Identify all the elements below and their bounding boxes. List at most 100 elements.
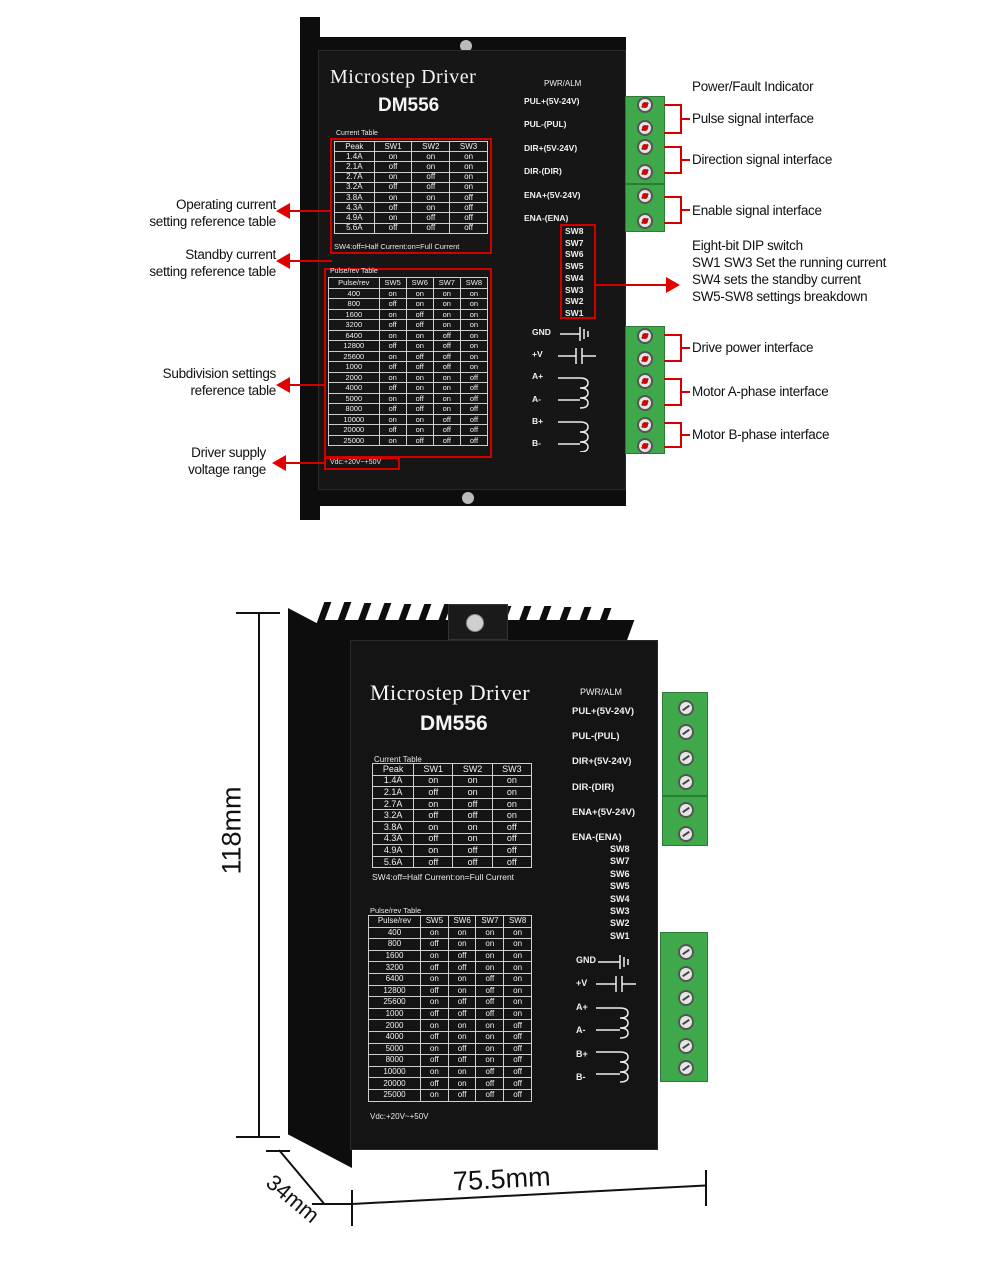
bottom-pulse-table-header-cell: SW8 bbox=[503, 915, 532, 928]
bottom-power-pin-label: B- bbox=[576, 1072, 586, 1082]
bottom-current-table-cell: on bbox=[491, 809, 533, 822]
callout-operating-current-line bbox=[288, 210, 332, 212]
top-terminal-marker-icon bbox=[642, 169, 648, 175]
bottom-current-table-header-cell: SW2 bbox=[452, 763, 493, 776]
bottom-device-model: DM556 bbox=[420, 712, 488, 735]
bottom-pulse-table-cell: on bbox=[419, 996, 449, 1009]
bottom-pulse-table-cell: off bbox=[419, 984, 449, 998]
bottom-pulse-table-header-cell: SW7 bbox=[475, 915, 505, 928]
top-pulse-table-cell: on bbox=[432, 382, 461, 394]
bottom-current-table-cell: on bbox=[491, 797, 533, 811]
top-power-terminal-block bbox=[625, 326, 665, 454]
top-pulse-table-cell: off bbox=[378, 361, 407, 373]
top-pulse-table-cell: 400 bbox=[328, 287, 380, 299]
bottom-pulse-table-cell: off bbox=[475, 972, 505, 986]
top-current-table-cell: 2.7A bbox=[334, 171, 375, 183]
top-current-table-cell: 4.3A bbox=[334, 202, 375, 214]
bottom-pulse-table-cell: 3200 bbox=[368, 961, 421, 974]
bottom-terminal-screw-icon bbox=[678, 1060, 694, 1076]
bottom-current-table-cell: 3.2A bbox=[371, 809, 415, 822]
top-pulse-table-cell: 800 bbox=[328, 298, 380, 310]
top-current-table-box bbox=[330, 138, 492, 254]
top-power-pin-label: A- bbox=[532, 393, 541, 404]
top-pulse-table-cell: 12800 bbox=[328, 340, 380, 352]
top-pulse-table-cell: on bbox=[378, 392, 407, 404]
bottom-pulse-table-cell: off bbox=[503, 1054, 532, 1067]
bottom-current-table-cell: on bbox=[491, 774, 533, 788]
bottom-pulse-table-cell: off bbox=[503, 1030, 532, 1044]
top-pulse-table-cell: off bbox=[432, 340, 461, 352]
top-pulse-table-cell: off bbox=[432, 361, 461, 373]
top-power-pin-label: +V bbox=[532, 349, 543, 360]
top-pulse-table-cell: off bbox=[405, 350, 434, 362]
bottom-dip-switch-label: SW7 bbox=[610, 856, 630, 867]
callout-pulse-signal: Pulse signal interface bbox=[692, 111, 814, 126]
top-pulse-table-cell: off bbox=[378, 319, 407, 331]
top-pulse-table-cell: 1000 bbox=[328, 361, 380, 373]
top-current-table-cell: off bbox=[449, 222, 488, 234]
bottom-current-table-cell: off bbox=[452, 844, 493, 857]
top-current-table-cell: off bbox=[449, 191, 488, 204]
top-pulse-table-header-cell: SW6 bbox=[405, 277, 434, 289]
top-pulse-table-cell: on bbox=[378, 287, 407, 299]
top-current-table-cell: on bbox=[373, 191, 413, 204]
callout-direction-line bbox=[664, 146, 682, 148]
top-pulse-table-cell: off bbox=[405, 403, 434, 415]
bottom-current-table-cell: on bbox=[491, 786, 533, 799]
top-pulse-table-cell: on bbox=[459, 361, 489, 373]
top-pulse-table-cell: off bbox=[459, 371, 489, 383]
bottom-pulse-table-cell: on bbox=[503, 938, 532, 951]
callout-direction-signal: Direction signal interface bbox=[692, 152, 833, 167]
top-pulse-table-header-cell: Pulse/rev bbox=[328, 277, 380, 289]
top-signal-pin-label: ENA-(ENA) bbox=[524, 213, 569, 223]
bottom-terminal-screw-icon bbox=[678, 724, 694, 740]
callout-motor-a-line bbox=[680, 391, 690, 393]
top-pulse-table-cell: on bbox=[432, 319, 461, 331]
bottom-pulse-table-cell: on bbox=[503, 1007, 532, 1021]
bottom-pulse-table-cell: 12800 bbox=[368, 984, 421, 998]
bottom-current-table-cell: 3.8A bbox=[371, 820, 415, 834]
callout-direction-line bbox=[664, 172, 682, 174]
top-pulse-table-header-cell: SW8 bbox=[459, 277, 489, 289]
top-pulse-table-header-cell: SW7 bbox=[432, 277, 461, 289]
top-dip-switch-label: SW3 bbox=[565, 284, 584, 295]
callout-motor-b-line bbox=[664, 446, 682, 448]
top-dip-switch-label: SW6 bbox=[565, 249, 584, 260]
top-power-pin-label: A+ bbox=[532, 371, 544, 382]
top-pulse-table-cell: 1600 bbox=[328, 308, 380, 320]
bottom-pulse-table-cell: on bbox=[475, 961, 505, 974]
top-pulse-table-cell: on bbox=[459, 287, 489, 299]
callout-supply-voltage-line bbox=[284, 462, 326, 464]
top-terminal-marker-icon bbox=[642, 144, 648, 150]
bottom-pulse-table-cell: off bbox=[503, 1042, 532, 1056]
bottom-terminal-screw-icon bbox=[678, 750, 694, 766]
top-pulse-table-cell: off bbox=[378, 424, 407, 436]
bottom-pulse-table-cell: on bbox=[447, 926, 477, 940]
top-dip-switch-label: SW4 bbox=[565, 272, 584, 283]
width-dimension-cap bbox=[351, 1190, 353, 1226]
top-pulse-table-cell: off bbox=[378, 340, 407, 352]
bottom-pulse-table-cell: on bbox=[475, 949, 505, 963]
top-terminal-marker-icon bbox=[642, 443, 648, 449]
bottom-pulse-table-cell: off bbox=[475, 1065, 505, 1079]
bottom-terminal-screw-icon bbox=[678, 1014, 694, 1030]
bottom-pulse-table-cell: on bbox=[503, 984, 532, 998]
top-current-table-label: Current Table bbox=[336, 130, 378, 137]
bottom-pulse-table-cell: on bbox=[475, 938, 505, 951]
bottom-current-table-cell: off bbox=[413, 855, 454, 869]
top-pulse-table-cell: on bbox=[378, 308, 407, 320]
